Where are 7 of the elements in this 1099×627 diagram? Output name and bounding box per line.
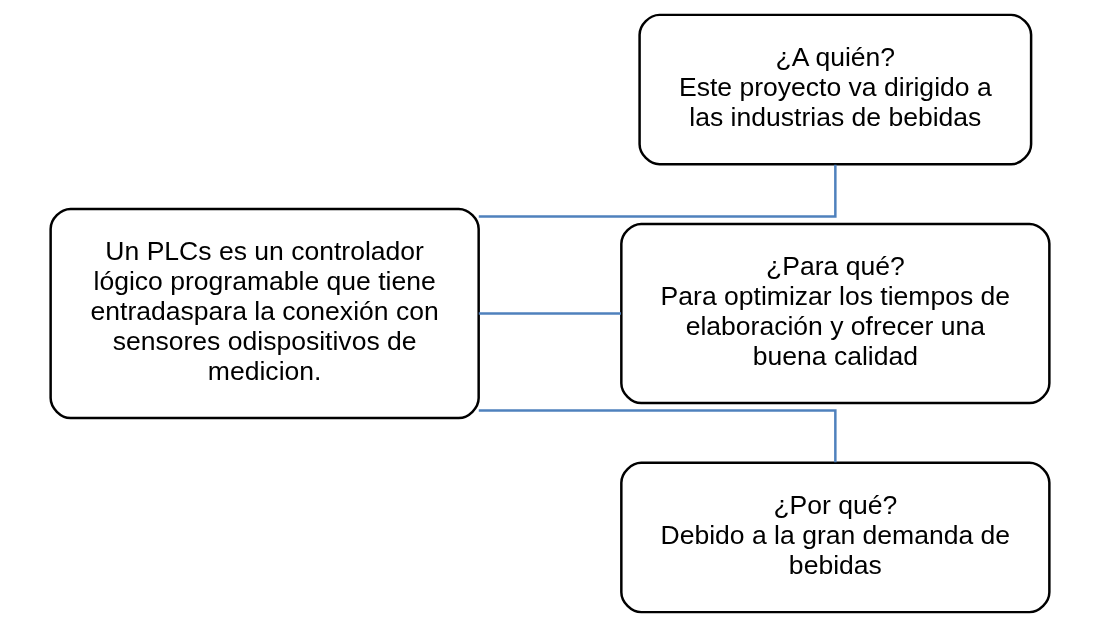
node-box: Un PLCs es un controlador lógico programable que tiene entradaspara la conexión con sensores odispositivos de medicion. xyxy=(48,207,480,420)
node-box: ¿A quién? Este proyecto va dirigido a las industrias de bebidas xyxy=(637,13,1032,166)
node-box: ¿Para qué? Para optimizar los tiempos de elaboración y ofrecer una buena calidad xyxy=(619,222,1051,405)
node-box: ¿Por qué? Debido a la gran demanda de bebidas xyxy=(619,461,1051,614)
connector xyxy=(478,312,621,315)
connector xyxy=(478,164,837,218)
connector xyxy=(478,409,837,463)
